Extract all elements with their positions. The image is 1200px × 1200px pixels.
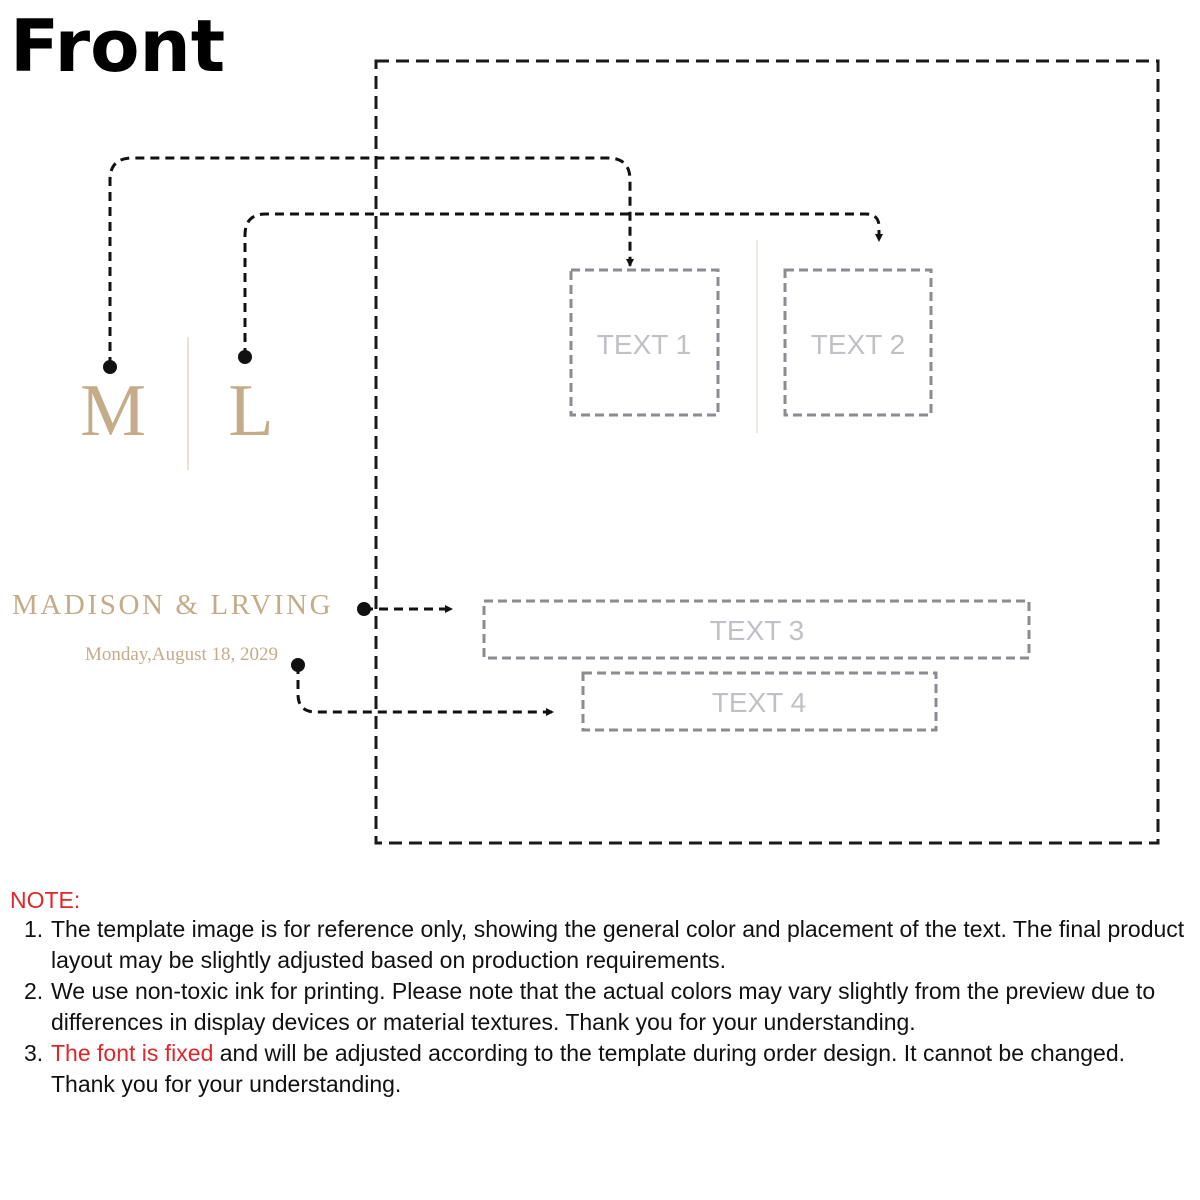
note-item-text: The template image is for reference only… [51,916,1185,973]
connector-dot-names [357,602,371,616]
note-item: 2. We use non-toxic ink for printing. Pl… [24,976,1194,1038]
note-item-number: 2. [24,978,44,1004]
event-date: Monday,August 18, 2029 [85,644,278,665]
monogram-right-letter: L [228,370,273,452]
connector-arrow-m-to-text1 [108,156,634,366]
product-frame [374,59,1160,845]
text1-placeholder-box [569,268,720,417]
template-diagram: M L MADISON & LRVING Monday,August 18, 2… [12,59,1160,845]
connector-dot-m [103,360,117,374]
note-item-text: We use non-toxic ink for printing. Pleas… [51,978,1156,1035]
text4-placeholder-label: TEXT 4 [712,687,806,718]
note-item-text: and will be adjusted according to the te… [51,1040,1126,1097]
note-item: 3. The font is fixed and will be adjuste… [24,1038,1194,1100]
note-item-number: 1. [24,916,44,942]
text2-placeholder-label: TEXT 2 [811,329,905,360]
note-item: 1. The template image is for reference o… [24,914,1194,976]
connector-dot-date [291,658,305,672]
text1-placeholder-label: TEXT 1 [597,329,691,360]
text2-placeholder-box [783,268,933,417]
connector-dot-l [238,350,252,364]
note-highlight: The font is fixed [51,1040,214,1066]
note-item-text-wrapper: The font is fixed and will be adjusted a… [51,1038,1194,1100]
connector-arrow-date-to-text4 [296,665,554,716]
text3-placeholder-box [482,599,1031,660]
note-list: 1. The template image is for reference o… [24,914,1194,1100]
monogram-left-letter: M [80,370,146,452]
connector-arrow-l-to-text2 [243,212,883,357]
note-item-number: 3. [24,1040,44,1066]
note-heading: NOTE: [10,887,81,913]
couple-names: MADISON & LRVING [12,589,333,621]
text3-placeholder-label: TEXT 3 [710,615,804,646]
page-title: Front [10,4,226,88]
text4-placeholder-box [581,671,938,732]
